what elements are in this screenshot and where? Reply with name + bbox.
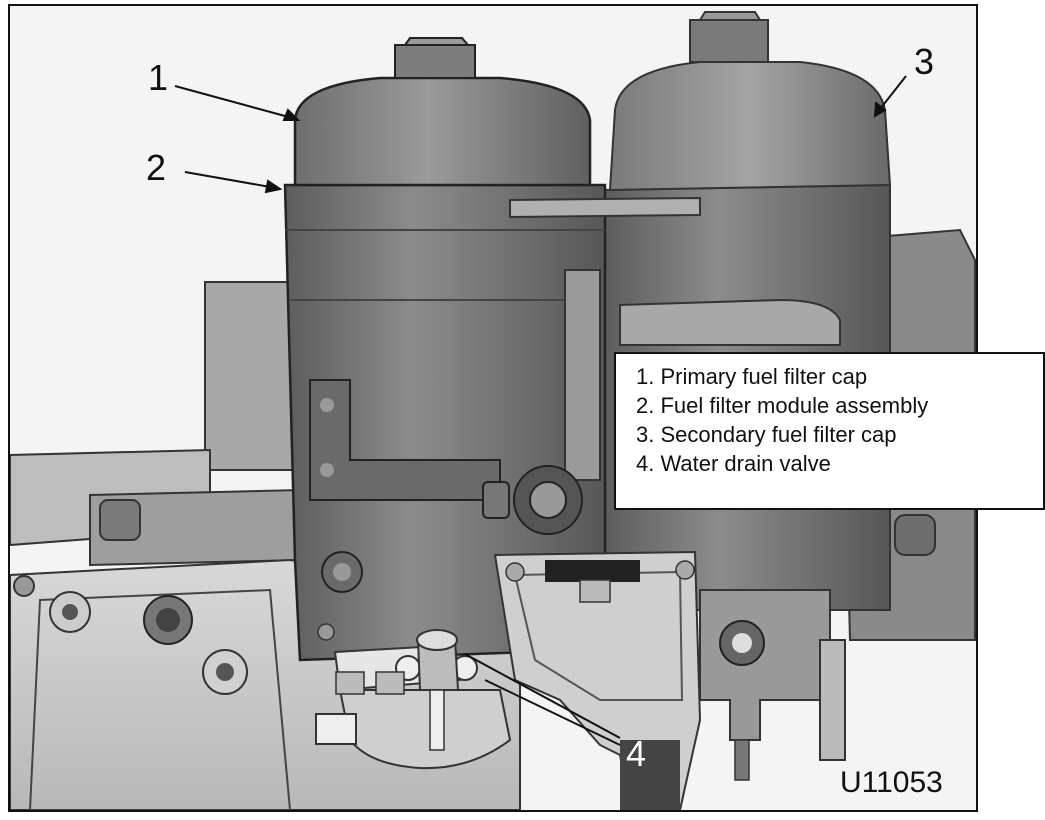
legend-item: 1. Primary fuel filter cap (636, 364, 868, 389)
legend-item: 3. Secondary fuel filter cap (636, 422, 897, 447)
legend-item: 2. Fuel filter module assembly (636, 393, 929, 418)
legend-item: 4. Water drain valve (636, 451, 831, 476)
legend-box: 1. Primary fuel filter cap 2. Fuel filte… (614, 352, 1045, 510)
callout-1: 1 (148, 57, 169, 98)
callout-4: 4 (626, 733, 647, 774)
callout-2: 2 (146, 147, 167, 188)
callout-3: 3 (914, 41, 935, 82)
figure-id: U11053 (840, 766, 943, 799)
leader-lines (174, 75, 907, 746)
